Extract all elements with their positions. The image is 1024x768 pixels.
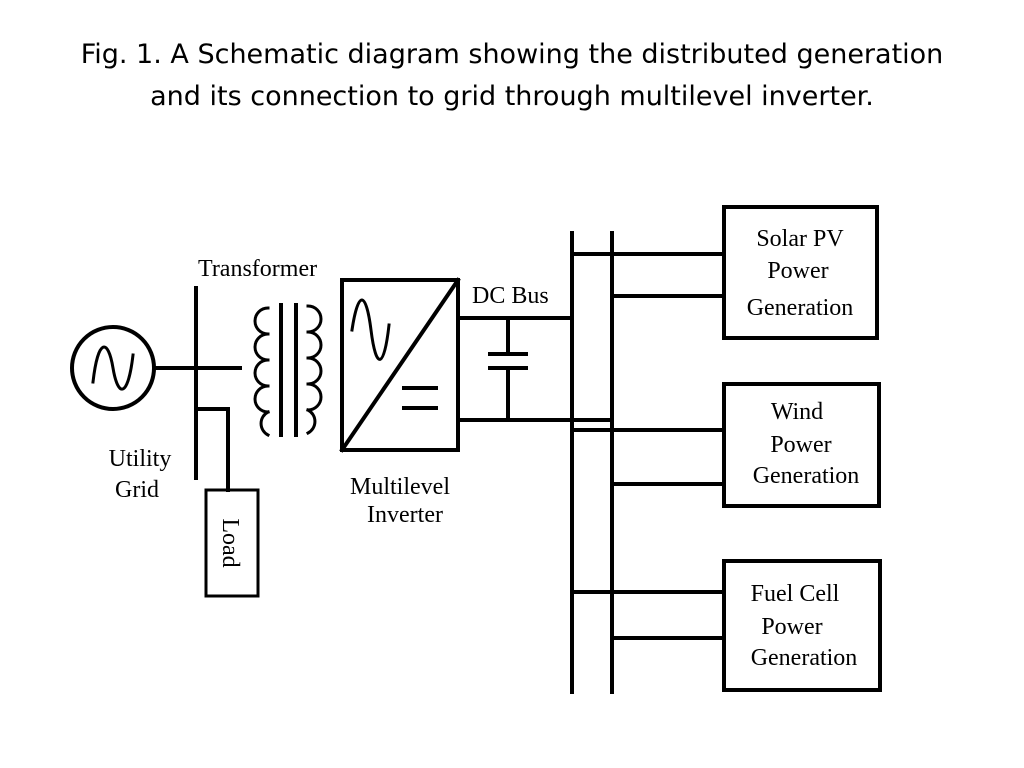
transformer-secondary-coil xyxy=(305,304,323,436)
caption-line-1: Fig. 1. A Schematic diagram showing the … xyxy=(80,39,944,70)
dc-link-capacitor xyxy=(488,316,528,422)
wind-box xyxy=(722,382,881,508)
multilevel-inverter-box xyxy=(339,277,461,453)
wind-label-line1: Wind xyxy=(771,399,823,425)
wind-label-line3: Generation xyxy=(753,463,860,489)
fuel-cell-label-line3: Generation xyxy=(751,645,858,671)
load-box xyxy=(204,488,260,598)
fuel-cell-label-line2: Power xyxy=(761,614,822,640)
utility-grid-label-line1: Utility xyxy=(109,446,172,472)
solar-pv-box xyxy=(722,205,879,340)
load-connection xyxy=(194,407,230,492)
multilevel-inverter-label-line1: Multilevel xyxy=(350,474,450,500)
ac-sine-icon xyxy=(350,298,391,361)
load-label: Load xyxy=(217,518,243,567)
transformer-primary-coil xyxy=(253,306,271,438)
solar-pv-label-line3: Generation xyxy=(747,295,854,321)
fuel-cell-box xyxy=(722,559,882,692)
utility-grid-source xyxy=(70,325,156,411)
utility-grid-label-line2: Grid xyxy=(115,477,159,503)
solar-pv-label-line1: Solar PV xyxy=(756,226,844,252)
transformer-label: Transformer xyxy=(198,256,317,282)
figure-caption: Fig. 1. A Schematic diagram showing the … xyxy=(0,34,1024,118)
wind-label-line2: Power xyxy=(770,432,831,458)
multilevel-inverter-label-line2: Inverter xyxy=(367,502,443,528)
solar-pv-label-line2: Power xyxy=(767,258,828,284)
fuel-cell-label-line1: Fuel Cell xyxy=(751,581,840,607)
caption-line-2: and its connection to grid through multi… xyxy=(150,81,874,112)
dc-bus-label: DC Bus xyxy=(472,283,549,309)
ac-sine-icon xyxy=(91,345,135,391)
